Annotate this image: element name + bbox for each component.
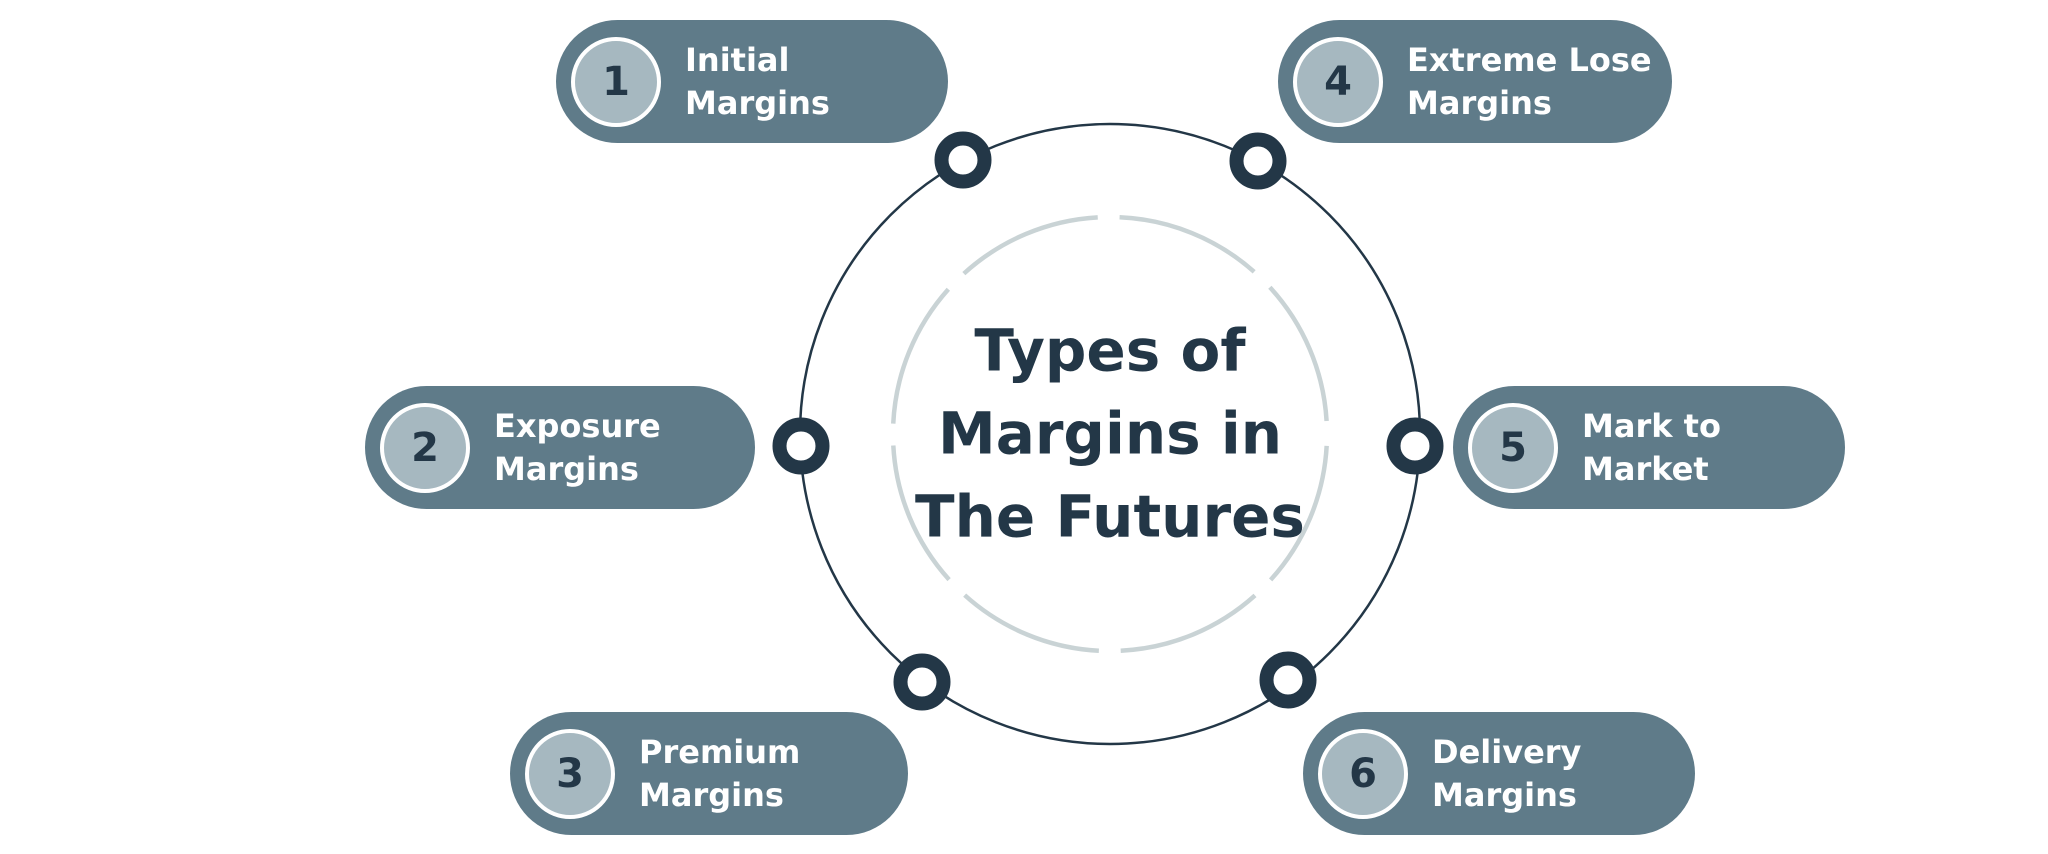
pill-exposure-margins: 2 Exposure Margins xyxy=(365,386,755,509)
pill-number: 1 xyxy=(602,58,630,105)
pill-number-badge: 2 xyxy=(380,402,470,493)
pill-mark-to-market: 5 Mark to Market xyxy=(1453,386,1845,509)
pill-label-line-2: Margins xyxy=(1432,775,1577,814)
pill-label-line-2: Margins xyxy=(685,83,830,122)
diagram-title-line-1: Types of xyxy=(974,316,1246,385)
pill-label-line-1: Exposure xyxy=(494,406,661,445)
pill-label-line-1: Extreme Lose xyxy=(1407,40,1652,79)
pill-number: 6 xyxy=(1349,750,1377,797)
node-ring-6 xyxy=(1259,651,1317,709)
pill-number-badge: 4 xyxy=(1293,36,1383,127)
pill-number: 3 xyxy=(556,750,584,797)
pill-label: Initial Margins xyxy=(685,39,860,125)
pill-number: 4 xyxy=(1324,58,1352,105)
pill-label-line-2: Margins xyxy=(1407,83,1552,122)
pill-premium-margins: 3 Premium Margins xyxy=(510,712,908,835)
pill-label-line-1: Premium xyxy=(639,732,801,771)
pill-number-badge: 6 xyxy=(1318,728,1408,819)
node-ring-5 xyxy=(1386,417,1444,475)
node-ring-4 xyxy=(1229,132,1287,190)
pill-label: Delivery Margins xyxy=(1432,731,1611,817)
pill-label-line-2: Margins xyxy=(494,449,639,488)
pill-initial-margins: 1 Initial Margins xyxy=(556,20,948,143)
pill-label-line-2: Margins xyxy=(639,775,784,814)
pill-label-line-1: Delivery xyxy=(1432,732,1582,771)
node-ring-3 xyxy=(893,653,951,711)
pill-label: Premium Margins xyxy=(639,731,830,817)
pill-number: 2 xyxy=(411,424,439,471)
pill-label: Exposure Margins xyxy=(494,405,691,491)
pill-delivery-margins: 6 Delivery Margins xyxy=(1303,712,1695,835)
pill-number-badge: 1 xyxy=(571,36,661,127)
diagram-title-line-2: Margins in xyxy=(937,399,1283,468)
node-ring-2 xyxy=(772,417,830,475)
pill-number-badge: 5 xyxy=(1468,402,1558,493)
pill-number: 5 xyxy=(1499,424,1527,471)
pill-label: Extreme Lose Margins xyxy=(1407,39,1682,125)
pill-extreme-lose-margins: 4 Extreme Lose Margins xyxy=(1278,20,1672,143)
node-ring-1 xyxy=(934,131,992,189)
diagram-title-line-3: The Futures xyxy=(915,482,1305,551)
pill-number-badge: 3 xyxy=(525,728,615,819)
pill-label-line-2: Market xyxy=(1582,449,1709,488)
pill-label-line-1: Initial xyxy=(685,40,790,79)
pill-label: Mark to Market xyxy=(1582,405,1751,491)
diagram-title: Types of Margins in The Futures xyxy=(915,310,1305,559)
pill-label-line-1: Mark to xyxy=(1582,406,1721,445)
